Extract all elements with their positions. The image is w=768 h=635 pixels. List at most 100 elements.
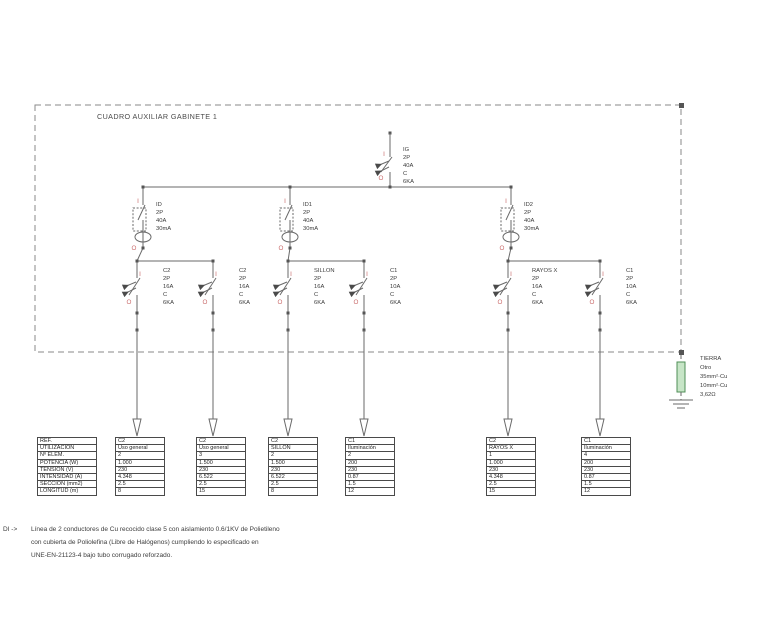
circuit-table-column: C2 Uso general 2 1.000 230 4.348 2.5 8 [115,437,165,496]
table-cell: 2 [116,452,164,460]
rcd-label: ID 2P 40A 30mA [156,202,171,232]
table-cell: 230 [582,467,630,474]
switch-on-marker: I [215,271,217,278]
circuit-breaker-symbol [200,260,217,437]
svg-text:Otro: Otro [700,365,711,371]
rcd-symbol [500,185,520,250]
table-cell: 4 [582,452,630,460]
switch-off-marker: O [127,299,132,306]
rcd-symbol [132,185,152,250]
table-cell: 3 [197,452,245,460]
rcd-label: ID2 2P 40A 30mA [524,202,539,232]
svg-text:C: C [626,292,630,298]
switch-on-marker: I [290,271,292,278]
table-cell: 1 [487,452,535,460]
table-cell: 200 [346,460,394,467]
svg-text:16A: 16A [239,284,249,290]
table-cell: 0.87 [346,474,394,482]
circuit-breaker-label: SILLON 2P 16A C 6KA [314,268,335,306]
svg-text:C: C [239,292,243,298]
table-cell: 8 [118,488,122,495]
svg-text:2P: 2P [163,276,170,282]
svg-text:ID2: ID2 [524,202,533,208]
circuit-table-row-headers: REF. UTILIZACIÓN Nº ELEM. POTENCIA (W) T… [37,437,97,496]
svg-text:2P: 2P [626,276,633,282]
table-cell: 1.500 [197,460,245,467]
svg-text:40A: 40A [303,218,313,224]
table-cell: RAYOS X [487,445,535,453]
circuit-breaker-symbol [124,260,141,437]
svg-text:C2: C2 [163,268,170,274]
note-prefix: DI -> [3,526,18,533]
table-cell: 15 [199,488,206,495]
switch-off-marker: O [379,175,384,182]
circuit-breaker-label: RAYOS X 2P 16A C 6KA [532,268,557,306]
svg-text:16A: 16A [163,284,173,290]
svg-text:ID: ID [156,202,162,208]
ground-icon [669,399,693,409]
table-cell: 230 [346,467,394,474]
table-cell: 230 [116,467,164,474]
circuit-table-column: C2 RAYOS X 1 1.000 230 4.348 2.5 15 [486,437,536,496]
table-header-cell: UTILIZACIÓN [38,445,96,453]
circuit-breaker-symbol [275,260,292,437]
svg-text:IG: IG [403,147,410,153]
table-cell: 200 [582,460,630,467]
svg-text:C: C [163,292,167,298]
svg-text:30mA: 30mA [156,226,171,232]
svg-text:6KA: 6KA [626,300,637,306]
border-corner-node [679,103,684,108]
svg-text:C: C [532,292,536,298]
svg-text:6KA: 6KA [390,300,401,306]
svg-text:3,62Ω: 3,62Ω [700,392,716,398]
table-cell: C2 [487,438,535,446]
svg-text:C: C [314,292,318,298]
circuit-breaker-symbol [495,260,512,437]
svg-text:C1: C1 [626,268,633,274]
svg-text:30mA: 30mA [524,226,539,232]
table-cell: 1.5 [346,481,394,489]
svg-text:2P: 2P [532,276,539,282]
switch-on-marker: I [383,151,385,158]
circuit-table-column: C1 Iluminación 4 200 230 0.87 1.5 12 [581,437,631,496]
circuit-breaker-label: C1 2P 10A C 6KA [390,268,401,306]
switch-off-marker: O [498,299,503,306]
rcd-label: ID1 2P 40A 30mA [303,202,318,232]
circuit-breaker-symbol [587,260,604,437]
switch-on-marker: I [284,198,286,205]
table-header-cell: SECCIÓN (mm2) [38,481,96,489]
switch-off-marker: O [279,245,284,252]
svg-text:C: C [403,171,407,177]
table-cell: Iluminación [346,445,394,453]
svg-text:6KA: 6KA [403,179,414,185]
earth-junction-node [679,350,684,355]
main-breaker-label: IG 2P 40A C 6KA [403,147,414,185]
svg-text:40A: 40A [403,163,413,169]
circuit-table-column: C1 Iluminación 2 200 230 0.87 1.5 12 [345,437,395,496]
table-cell: C2 [269,438,317,446]
table-cell: C1 [346,438,394,446]
svg-text:2P: 2P [239,276,246,282]
switch-off-marker: O [132,245,137,252]
svg-text:6KA: 6KA [239,300,250,306]
switch-off-marker: O [500,245,505,252]
table-header-cell: REF. [38,438,96,446]
switch-on-marker: I [139,271,141,278]
svg-text:TIERRA: TIERRA [700,356,721,362]
rcd-symbol [279,185,299,250]
svg-text:ID1: ID1 [303,202,312,208]
table-header-cell: POTENCIA (W) [38,460,96,467]
circuit-breaker-label: C2 2P 16A C 6KA [239,268,250,306]
switch-off-marker: O [354,299,359,306]
earth-label: TIERRA Otro 35mm²·Cu 10mm²·Cu 3,62Ω [700,356,727,398]
svg-text:6KA: 6KA [314,300,325,306]
table-cell: C2 [116,438,164,446]
table-cell: 2.5 [487,481,535,489]
svg-text:10mm²·Cu: 10mm²·Cu [700,383,727,389]
table-header-cell: LONGITUD (m) [40,488,79,495]
table-cell: 230 [197,467,245,474]
svg-text:2P: 2P [314,276,321,282]
switch-on-marker: I [602,271,604,278]
